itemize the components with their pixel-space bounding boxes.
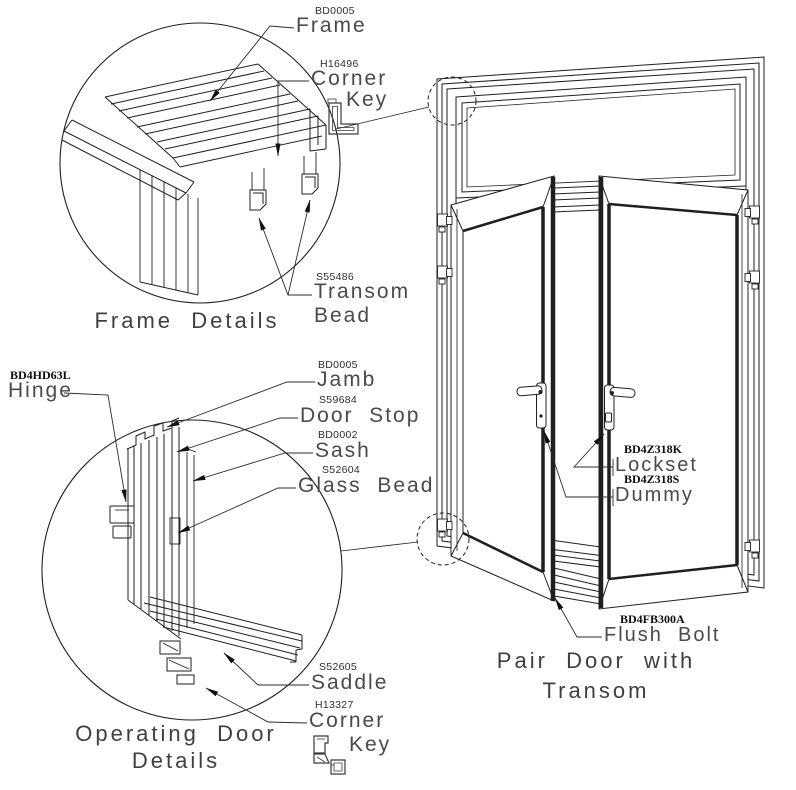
leader-lines <box>63 25 614 724</box>
hinge-hardware <box>437 205 760 559</box>
callout-corner-key-bottom-line2: Key <box>349 733 392 756</box>
corner-key-icon <box>327 98 359 135</box>
callout-corner-key-top-line1: Corner <box>311 67 388 90</box>
callout-flush-bolt: Flush Bolt <box>604 624 721 646</box>
callout-corner-key-bottom-line1: Corner <box>309 709 386 732</box>
callout-dummy: Dummy <box>615 484 694 506</box>
part-number-jamb: BD0005 <box>318 359 358 371</box>
part-number-hinge: BD4HD63L <box>10 368 71 382</box>
detail-ref-circle-top <box>427 76 477 126</box>
title-pair-door-line2: Transom <box>542 678 650 703</box>
callout-transom-bead-line1: Transom <box>314 280 411 303</box>
callout-saddle: Saddle <box>311 671 389 694</box>
part-number-door-stop: S59684 <box>319 394 358 406</box>
part-number-glass-bead: S52604 <box>322 464 361 476</box>
title-operating-door-line2: Details <box>131 748 221 773</box>
operating-door-detail-drawing <box>41 417 343 721</box>
frame-detail-drawing <box>59 22 341 304</box>
title-operating-door-line1: Operating Door <box>75 721 277 746</box>
part-number-dummy: BD4Z318S <box>624 472 680 486</box>
detail-ref-circle-bottom <box>416 512 470 566</box>
callout-lockset: Lockset <box>615 454 698 476</box>
lockset-handle <box>604 384 636 431</box>
part-number-flush-bolt: BD4FB300A <box>620 612 685 626</box>
part-number-corner-key-top: H16496 <box>320 58 359 70</box>
callout-frame: Frame <box>296 14 367 37</box>
part-number-saddle: S52605 <box>319 661 358 673</box>
part-number-lockset: BD4Z318K <box>624 442 683 456</box>
callout-sash: Sash <box>315 439 371 462</box>
part-number-frame: BD0005 <box>315 5 355 17</box>
callout-corner-key-top-line2: Key <box>346 88 389 111</box>
corner-key-icon <box>313 735 346 775</box>
dummy-handle <box>516 382 547 429</box>
callout-jamb: Jamb <box>317 368 377 391</box>
part-number-transom-bead: S55486 <box>316 271 355 283</box>
callout-hinge: Hinge <box>8 379 73 402</box>
part-number-corner-key-bottom: H13327 <box>315 699 354 711</box>
title-pair-door-line1: Pair Door with <box>496 648 696 673</box>
title-frame-details: Frame Details <box>94 308 280 333</box>
callout-transom-bead-line2: Bead <box>314 304 372 327</box>
part-number-sash: BD0002 <box>318 429 358 441</box>
callout-glass-bead: Glass Bead <box>298 474 435 497</box>
pair-door-drawing <box>335 56 765 610</box>
callout-door-stop: Door Stop <box>300 404 421 427</box>
